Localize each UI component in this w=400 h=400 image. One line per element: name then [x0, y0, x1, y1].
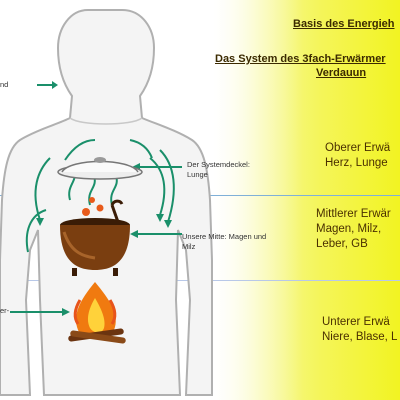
title-line-2: Das System des 3fach-Erwärmer [215, 53, 386, 65]
zone-middle-line3: Leber, GB [316, 238, 368, 250]
flow-arrows [10, 84, 182, 313]
label-pot-line2: Milz [182, 242, 196, 251]
title-line-1: Basis des Energieh [293, 18, 395, 30]
panel-fade [213, 0, 303, 400]
system-lid-icon [57, 157, 143, 180]
cooking-pot-icon [60, 197, 130, 276]
zone-middle-line1: Mittlerer Erwär [316, 208, 391, 220]
zone-lower-line1: Unterer Erwä [322, 316, 390, 328]
title-line-3: Verdauun [316, 67, 367, 79]
label-lid-line1: Der Systemdeckel: [187, 160, 250, 169]
label-lid-line2: Lunge [187, 170, 208, 179]
zone-middle-line2: Magen, Milz, [316, 223, 382, 235]
zone-upper-line2: Herz, Lunge [325, 157, 388, 169]
label-pot-line1: Unsere Mitte: Magen und [182, 232, 267, 241]
label-left-top: nd [0, 80, 9, 89]
zone-upper-line1: Oberer Erwä [325, 142, 391, 154]
body-outline [0, 9, 213, 396]
fire-icon [68, 282, 126, 344]
label-fire-left: er- [0, 306, 10, 315]
zone-lower-line2: Niere, Blase, L [322, 331, 398, 343]
